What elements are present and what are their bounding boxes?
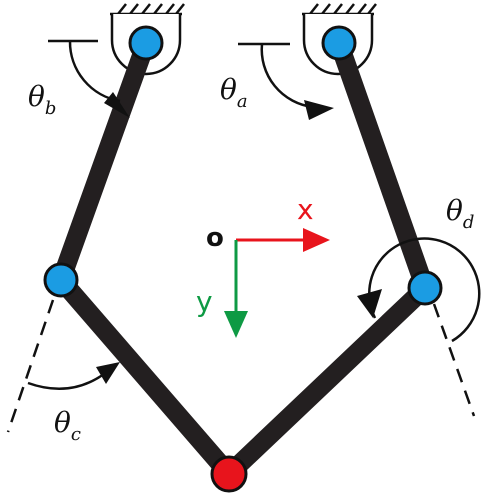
x-axis-arrowhead: [303, 228, 330, 252]
joint-ground-b: [128, 25, 164, 61]
end-effector-joint: [210, 455, 248, 493]
joint-elbow-b: [43, 262, 79, 298]
link-b-upper: [51, 33, 156, 290]
angle-marker-c: [27, 362, 120, 391]
origin-label: o: [206, 223, 224, 253]
angle-marker-b: [48, 39, 130, 118]
joint-elbow-a: [407, 270, 443, 306]
angle-marker-d: [357, 237, 481, 343]
link-b-lower: [51, 270, 239, 484]
label-theta-a: θa: [220, 73, 248, 112]
joints: [43, 25, 443, 493]
coordinate-frame: [224, 228, 330, 338]
joint-ground-a: [321, 25, 357, 61]
angle-marker-a: [238, 42, 334, 120]
label-theta-b: θb: [28, 80, 56, 119]
y-axis-label: y: [196, 285, 213, 318]
y-axis-arrowhead: [224, 311, 248, 338]
x-axis-label: x: [297, 193, 314, 226]
label-theta-c: θc: [54, 406, 81, 445]
link-a-upper: [329, 33, 435, 298]
extension-line-c: [6, 299, 55, 433]
links: [51, 33, 435, 484]
label-theta-d: θd: [446, 194, 474, 233]
extension-line-d: [432, 303, 476, 417]
link-a-lower: [219, 278, 435, 484]
